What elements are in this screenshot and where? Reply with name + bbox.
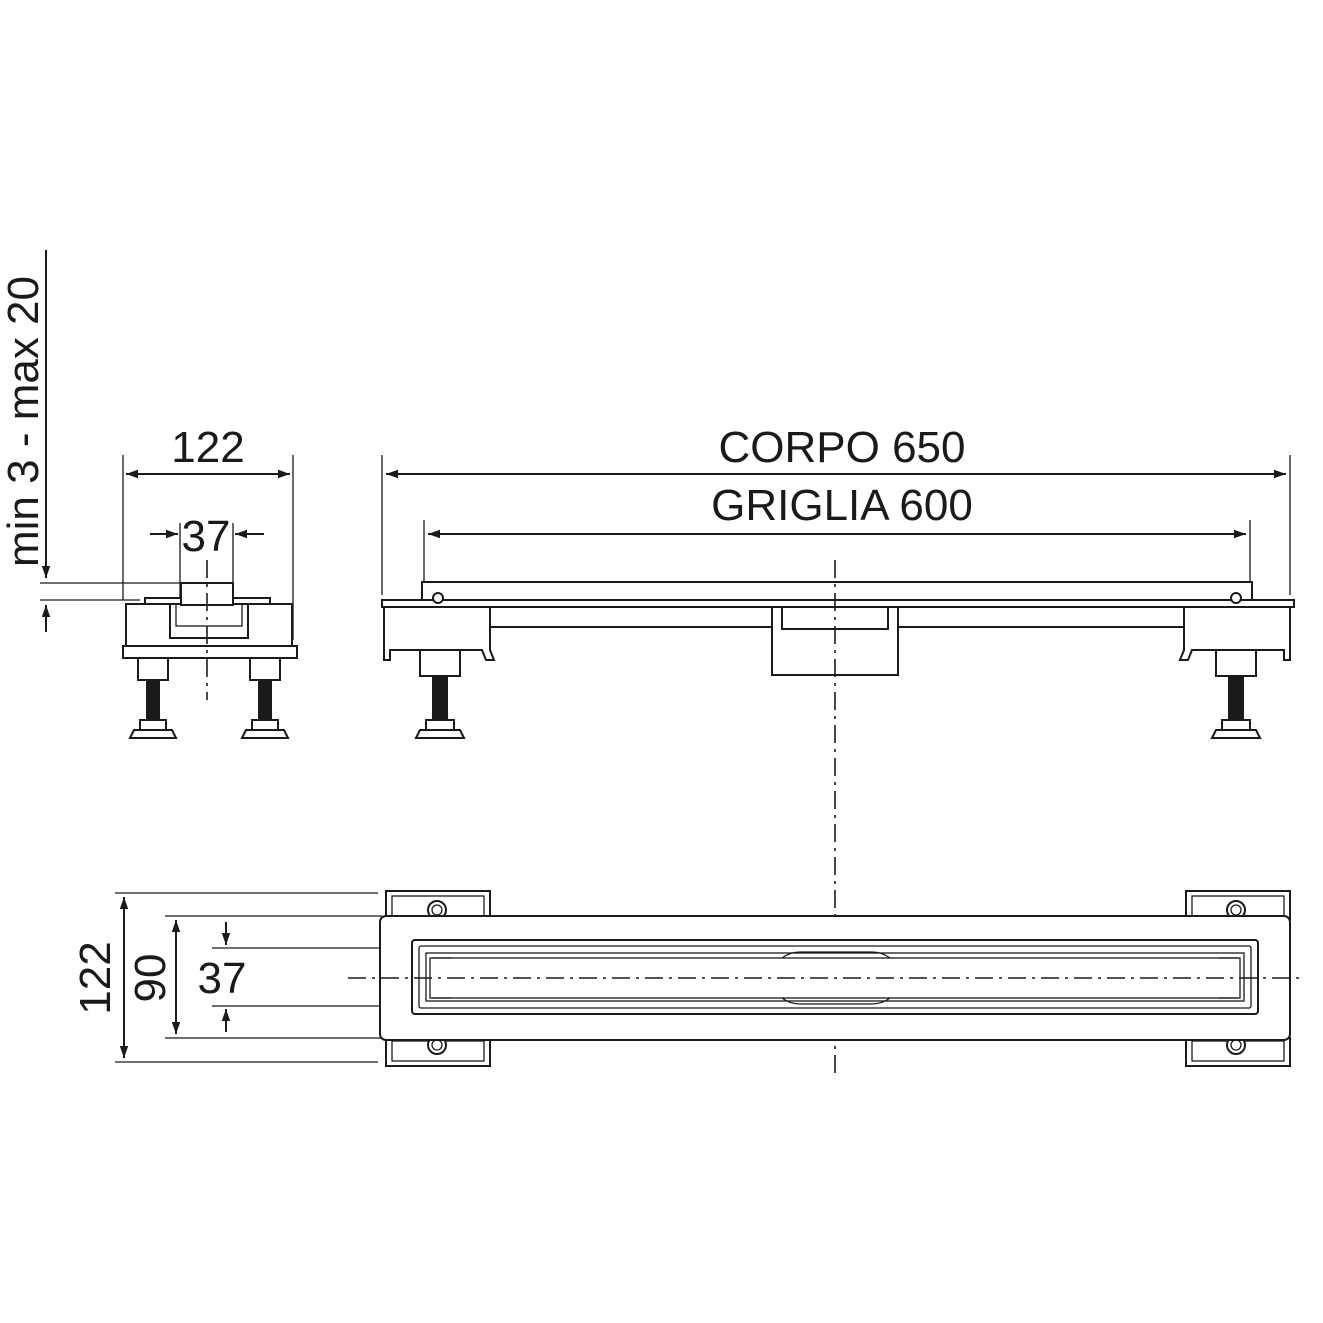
plan-plate-top-right	[1185, 890, 1291, 920]
side-foot-left	[128, 657, 178, 739]
plan-outlet-outline-bottom	[781, 997, 891, 1005]
front-screw-right	[1230, 592, 1242, 604]
side-base-plate	[122, 645, 298, 659]
plan-grate-width-label: 37	[198, 954, 247, 1003]
side-view: min 3 - max 20 122 37	[0, 250, 298, 739]
side-outlet-label: 37	[182, 512, 231, 561]
plan-grate-frame-mid	[418, 945, 1252, 1009]
front-view: CORPO 650 GRIGLIA 600	[381, 423, 1295, 739]
plan-grate-frame-outer	[411, 939, 1259, 1015]
plan-plate-top-left	[385, 890, 491, 920]
front-foot-left	[414, 649, 466, 739]
side-channel	[169, 603, 249, 639]
plan-view: 122 90 37	[71, 890, 1300, 1067]
side-width-label: 122	[171, 423, 244, 472]
height-range-label: min 3 - max 20	[0, 276, 48, 567]
plan-grate-frame-inner	[425, 952, 1245, 1002]
front-body-top	[381, 599, 1295, 608]
plan-outlet-outline-top	[781, 951, 891, 959]
front-bracket-left	[383, 606, 496, 661]
front-grate	[421, 581, 1253, 601]
plan-overall-width-label: 122	[71, 941, 120, 1014]
body-length-label: CORPO 650	[719, 423, 966, 472]
plan-channel-width-label: 90	[126, 954, 175, 1003]
front-screw-left	[432, 592, 444, 604]
side-foot-right	[240, 657, 290, 739]
front-foot-right	[1210, 649, 1262, 739]
grate-length-label: GRIGLIA 600	[711, 481, 973, 530]
